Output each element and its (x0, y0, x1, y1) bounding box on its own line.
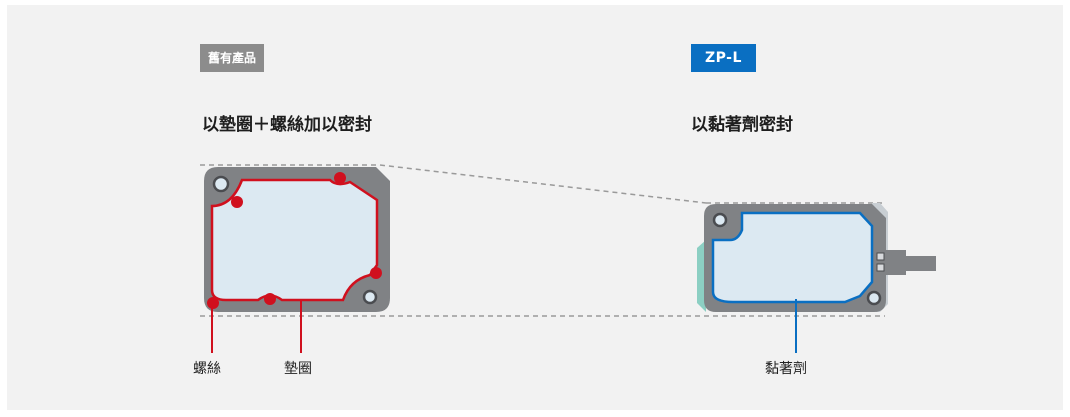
guide-diagonal (379, 164, 707, 204)
old-screw-hole-bottom-right (362, 289, 378, 305)
gasket-label: 墊圈 (284, 361, 312, 377)
screw-dot (264, 293, 276, 305)
adhesive-label: 黏著劑 (765, 361, 807, 377)
comparison-panel (7, 5, 1063, 410)
connector-pin (876, 263, 885, 272)
new-sensor (697, 203, 936, 353)
old-sensor (204, 167, 390, 353)
new-product-heading: 以黏著劑密封 (691, 115, 793, 135)
connector-pin (876, 252, 885, 261)
size-guide-lines (200, 164, 885, 317)
new-product-tag: ZP-L (691, 44, 756, 72)
connector-body (884, 250, 906, 275)
new-sensor-side-panel (697, 240, 706, 312)
old-sensor-window (210, 178, 379, 302)
screw-dot (370, 267, 382, 279)
screw-dot (334, 172, 346, 184)
old-screw-hole-top-left (212, 175, 230, 193)
new-screw-hole-bottom-right (866, 290, 882, 306)
new-sensor-window (711, 211, 874, 304)
screw-dots (207, 172, 382, 309)
old-product-heading: 以墊圈＋螺絲加以密封 (202, 115, 372, 135)
screw-dot (207, 297, 219, 309)
screw-dot (231, 196, 243, 208)
cable (906, 256, 936, 271)
screw-label: 螺絲 (193, 361, 221, 377)
old-product-tag: 舊有產品 (200, 44, 265, 72)
new-screw-hole-top-left (712, 212, 728, 228)
